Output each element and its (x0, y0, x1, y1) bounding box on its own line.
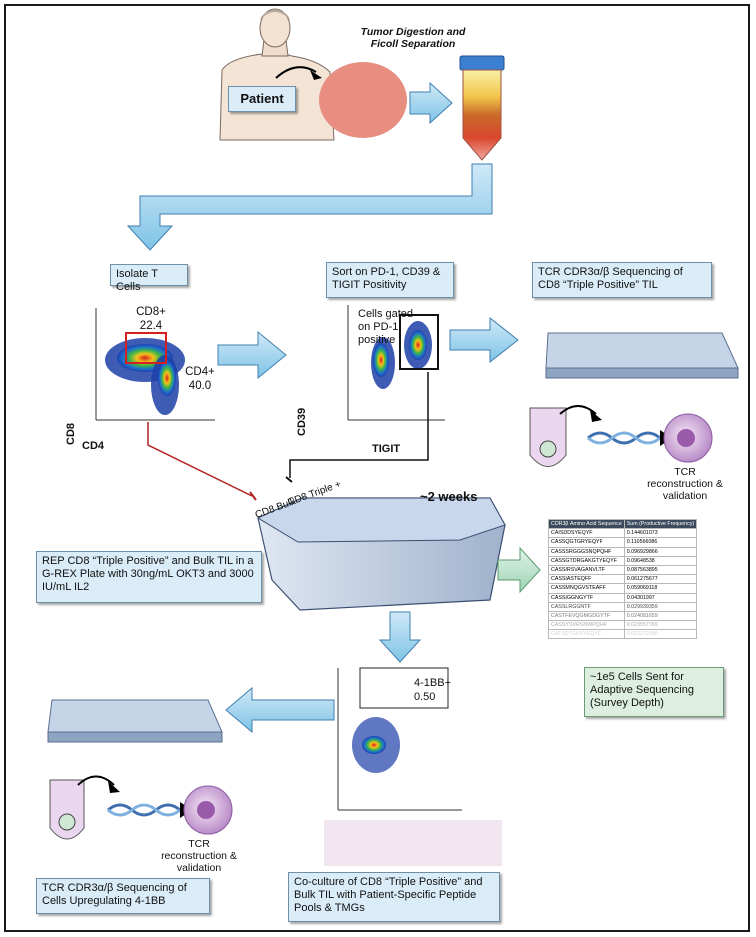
axis-cd4: CD4 (82, 440, 105, 452)
freq-cell: 0.059069118 (623, 583, 698, 594)
freq-cell: 0.087563895 (623, 564, 698, 576)
gate-cd4-name: CD4+ (185, 366, 215, 378)
freq-cell: 0.04301997 (623, 592, 698, 603)
arrow-to-sequencing (497, 546, 541, 594)
seq-cell: CASSIRSVAGANVLTF (548, 564, 625, 576)
freq-cell: 0.110566086 (623, 537, 698, 548)
seq-cell: CAISDDSYEQYF (548, 528, 625, 539)
axis-cd39: CD39 (296, 407, 308, 436)
freq-cell: 0.024081659 (623, 610, 698, 622)
seq-cell: CATSDTGKPYEQYF (548, 629, 625, 640)
freq-cell: 0.144601073 (623, 528, 698, 539)
gate-cd8-value: 22.4 (139, 320, 163, 332)
tumor-cluster (319, 62, 407, 138)
tcr-recon-bottom-label: TCR reconstruction & validation (161, 838, 237, 874)
seq-cell: CASSIGGNGYTF (548, 592, 625, 603)
gate-4-1bb-name: 4-1BB+ (414, 677, 451, 689)
freq-cell: 0.096929866 (623, 546, 698, 557)
grex-plate (256, 497, 506, 611)
patient-label: Patient (228, 86, 296, 112)
seq-cell: CASSLRGGNTF (548, 601, 625, 612)
axis-cd8: CD8 (65, 422, 77, 445)
flow-plot-4-1bb (337, 667, 462, 811)
adaptive-seq-box: ~1e5 Cells Sent for Adaptive Sequencing … (584, 667, 724, 717)
tcr-recon-top-label: TCR reconstruction & validation (647, 466, 723, 502)
seq-cell: CASSIASTEQFF (548, 574, 625, 585)
isolate-t-cells-box: Isolate T Cells (110, 264, 188, 293)
gate-cd8-name: CD8+ (136, 306, 166, 318)
rep-box: REP CD8 “Triple Positive” and Bulk TIL i… (36, 551, 262, 603)
freq-cell: 0.023272058 (623, 629, 698, 640)
seq-cell: CASSYSVRSNWPQHF (548, 620, 625, 631)
arrow-plate-to-coculture (378, 611, 422, 663)
gate-4-1bb-value: 0.50 (414, 691, 436, 703)
arrow-tube-to-isolate (126, 163, 493, 251)
patient-figure (219, 8, 335, 141)
freq-cell: 0.061275677 (623, 574, 698, 585)
axis-tigit: TIGIT (372, 443, 401, 455)
figure-frame (4, 4, 750, 932)
arrow-sort-to-seq (449, 316, 519, 364)
pd1-gate-note: Cells gated on PD-1 positive (358, 308, 414, 346)
freq-cell: 0.09648538 (623, 555, 698, 566)
arrow-coculture-to-seq (225, 686, 335, 734)
coculture-box: Co-culture of CD8 “Triple Positive” and … (288, 872, 500, 922)
elispot-wells (324, 820, 502, 866)
flow-plot-cd8-cd4 (95, 308, 215, 421)
seq-cell: CASSGTDRGAKGTYEQYF (548, 555, 625, 566)
seq-header-sequence: CDR3β Amino Acid Sequence (548, 518, 625, 530)
plate-96-bottom (47, 699, 223, 743)
sort-box: Sort on PD-1, CD39 & TIGIT Positivity (326, 262, 454, 298)
seq-cell: CASSQGTGRYEQYF (548, 537, 625, 548)
patient-arrow (275, 66, 317, 79)
seq-header-frequency: Sum (Productive Frequency) (623, 518, 698, 530)
ficoll-tube (459, 55, 505, 161)
tcr-seq-box: TCR CDR3α/β Sequencing of CD8 “Triple Po… (532, 262, 712, 298)
tcr-reconstruction-top (529, 405, 713, 467)
freq-cell: 0.029939359 (623, 601, 698, 612)
tumor-digestion-label: Tumor Digestion and Ficoll Separation (360, 26, 466, 50)
two-weeks-label: ~2 weeks (420, 489, 478, 504)
seq-cell: CASTFEVQGMGDGYTF (548, 610, 625, 622)
flow-plot-cd39-tigit (347, 305, 445, 421)
arrow-head-icon (310, 70, 322, 80)
sort-bracket (147, 372, 429, 501)
arrow-isolate-to-sort (217, 330, 287, 380)
tcr-4-1bb-box: TCR CDR3α/β Sequencing of Cells Upregula… (36, 878, 210, 914)
gate-cd4-value: 40.0 (188, 380, 212, 392)
arrow-tumor-to-tube (409, 81, 453, 125)
freq-cell: 0.023557769 (623, 620, 698, 631)
plate-96-top (545, 332, 739, 379)
tcr-reconstruction-bottom (49, 775, 233, 840)
seq-cell: CASSSRGGGSNQPQHF (548, 546, 625, 557)
seq-cell: CASSMNQGVSTEAFF (548, 583, 625, 594)
